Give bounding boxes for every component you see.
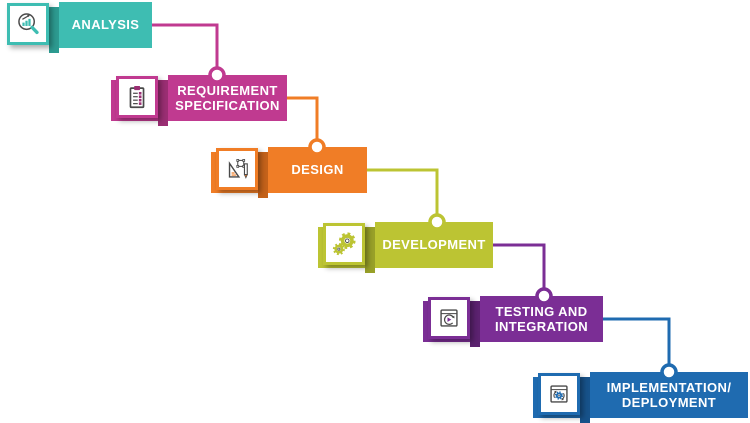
step-label-line: SPECIFICATION (175, 98, 280, 113)
analysis-magnifier-chart-icon (18, 13, 39, 35)
step-development: DEVELOPMENT (318, 222, 493, 273)
step-label: IMPLEMENTATION/ DEPLOYMENT (590, 372, 748, 418)
step-analysis: ANALYSIS (7, 2, 152, 53)
step-label-line: TESTING AND (495, 303, 588, 319)
connector-requirement-to-design (287, 96, 326, 156)
connector-testing-to-implementation (603, 317, 678, 381)
clipboard-checklist-icon (129, 85, 145, 109)
design-icon-tile (216, 148, 258, 190)
step-label-line: IMPLEMENTATION/ (606, 379, 732, 395)
requirement-icon-tile (116, 76, 158, 118)
ribbon-fold (49, 7, 59, 53)
step-design: DESIGN (211, 147, 367, 198)
step-testing-and-integration: TESTING AND INTEGRATION (423, 296, 603, 347)
step-label-line: DESIGN (291, 162, 344, 178)
gears-icon (332, 232, 356, 256)
step-label-line: ANALYSIS (71, 17, 140, 33)
ribbon-fold (580, 377, 590, 423)
step-label-line: DEVELOPMENT (382, 237, 486, 253)
step-label: DEVELOPMENT (375, 222, 493, 268)
test-run-window-icon (440, 309, 458, 327)
testing-icon-tile (428, 297, 470, 339)
step-label: ANALYSIS (59, 2, 152, 48)
connector-design-to-development (367, 168, 446, 231)
analysis-icon-tile (7, 3, 49, 45)
ruler-pencil-icon (228, 159, 248, 179)
connector-development-to-testing (493, 243, 553, 305)
ribbon-fold (365, 227, 375, 273)
implementation-icon-tile (538, 373, 580, 415)
step-implementation-deployment: IMPLEMENTATION/ DEPLOYMENT (533, 372, 748, 423)
step-requirement-specification: REQUIREMENT SPECIFICATION (111, 75, 287, 126)
step-label-line: REQUIREMENT (177, 82, 278, 98)
step-label: REQUIREMENT SPECIFICATION (168, 75, 287, 121)
step-label: DESIGN (268, 147, 367, 193)
development-icon-tile (323, 223, 365, 265)
deploy-window-gear-icon (550, 385, 568, 403)
ribbon-fold (258, 152, 268, 198)
step-label: TESTING AND INTEGRATION (480, 296, 603, 342)
connector-analysis-to-requirement (152, 23, 226, 84)
ribbon-fold (158, 80, 168, 126)
ribbon-fold (470, 301, 480, 347)
step-label-line: INTEGRATION (495, 319, 588, 334)
step-label-line: DEPLOYMENT (621, 395, 717, 410)
